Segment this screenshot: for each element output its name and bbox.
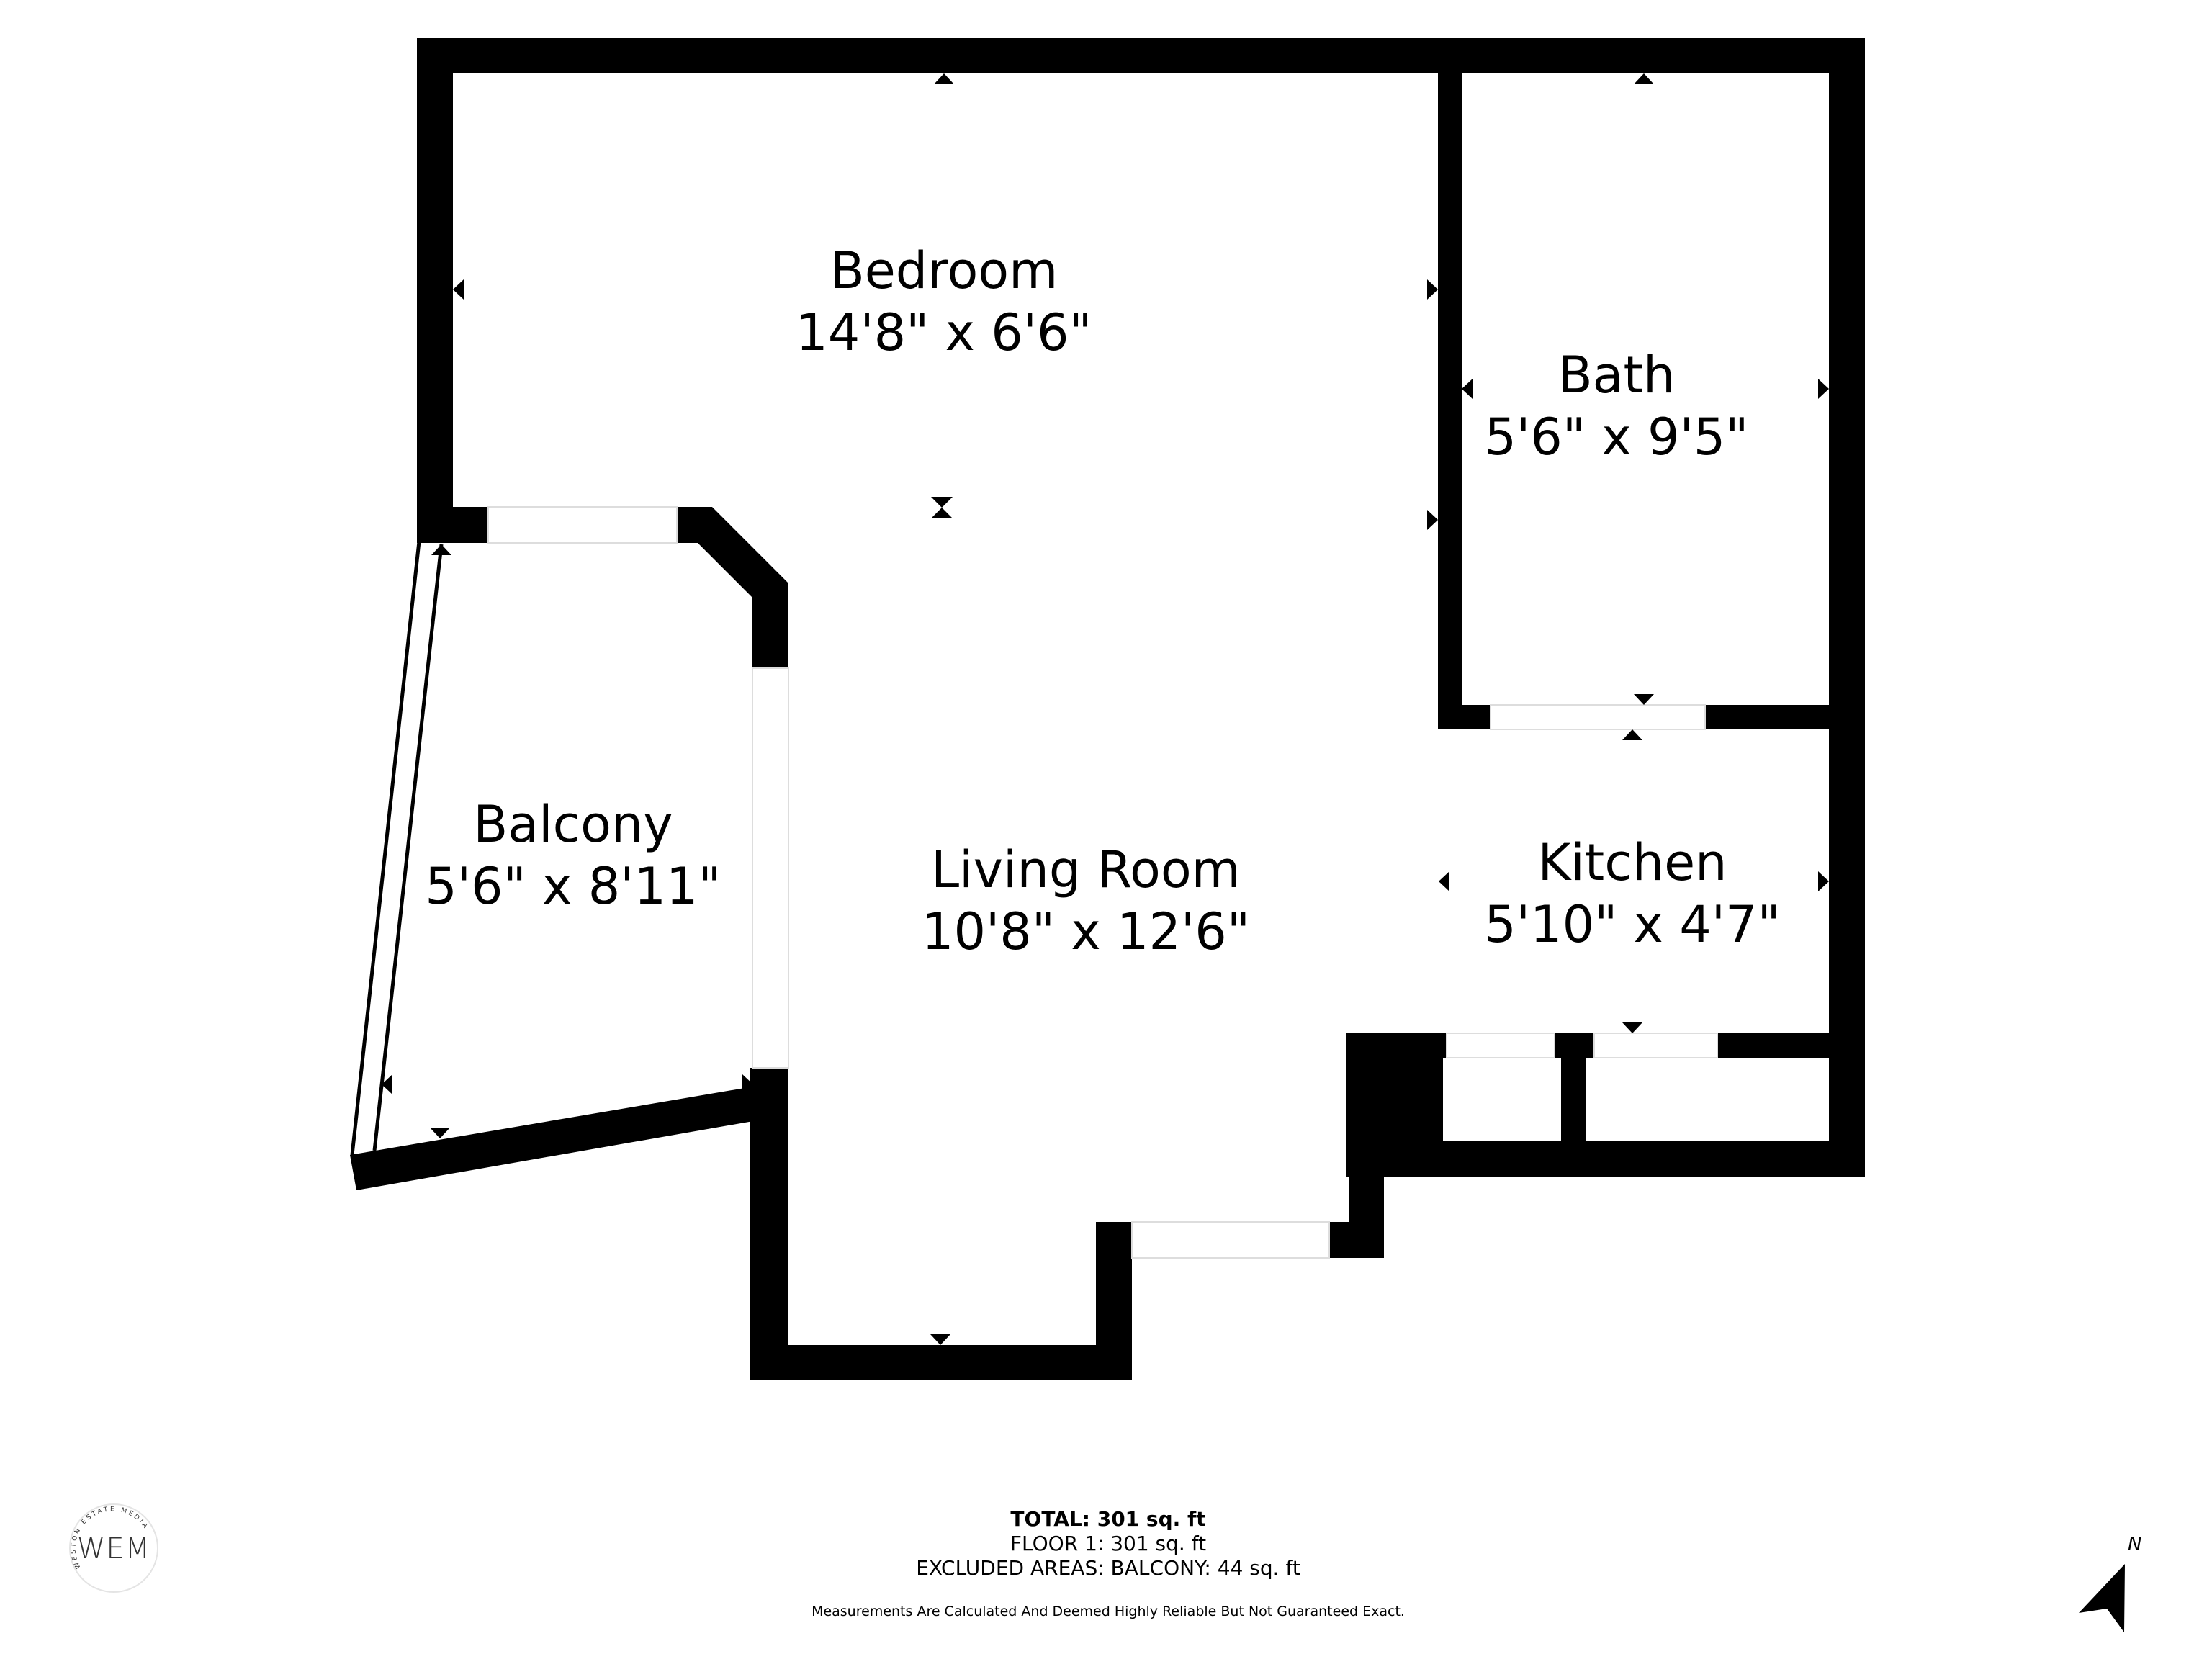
measurement-markers — [382, 73, 1829, 1345]
wall-top — [417, 38, 1865, 73]
wall-bath-left — [1438, 38, 1462, 729]
openings — [487, 506, 1718, 1259]
wall-balcony-bottom — [350, 1087, 753, 1190]
railing-inner — [372, 544, 444, 1151]
wall-living-left — [750, 1068, 788, 1380]
wall-notch-bottom — [750, 1345, 1132, 1380]
marker-up-icon — [931, 508, 953, 518]
area-summary: TOTAL: 301 sq. ft FLOOR 1: 301 sq. ft EX… — [916, 1507, 1300, 1581]
logo-initials: WEM — [76, 1532, 151, 1565]
disclaimer: Measurements Are Calculated And Deemed H… — [811, 1604, 1405, 1619]
marker-down-icon — [931, 497, 953, 508]
marker-right-icon — [1427, 279, 1438, 300]
room-name: Balcony — [473, 795, 673, 854]
marker-down-icon — [430, 1128, 450, 1138]
kitchen-opening-b — [1593, 1033, 1718, 1058]
marker-right-icon — [742, 1074, 753, 1094]
marker-left-icon — [453, 279, 464, 300]
closet-left — [1443, 1058, 1561, 1141]
room-label-balcony: Balcony 5'6" x 8'11" — [425, 793, 721, 917]
marker-down-icon — [1634, 694, 1654, 705]
room-name: Bedroom — [830, 241, 1058, 300]
room-name: Bath — [1557, 346, 1676, 405]
closet-right — [1586, 1058, 1829, 1141]
marker-up-icon — [431, 544, 451, 555]
closet-interiors — [1443, 1058, 1829, 1141]
compass — [2079, 1564, 2125, 1632]
wall-closet-bottom — [1346, 1141, 1865, 1177]
entry-door — [1131, 1221, 1330, 1259]
wall-kitchen-bottom-c — [1717, 1033, 1865, 1058]
excluded-area: EXCLUDED AREAS: BALCONY: 44 sq. ft — [916, 1556, 1300, 1580]
wall-bath-bottom-left — [1438, 705, 1491, 729]
room-name: Kitchen — [1537, 833, 1727, 892]
logo-ring-icon: WESTON ESTATE MEDIA — [70, 1506, 148, 1570]
bath-door — [1490, 704, 1706, 730]
compass-north-label: N — [2128, 1534, 2142, 1555]
walls — [350, 38, 1865, 1380]
wall-kitchen-bottom-b — [1555, 1033, 1594, 1058]
marker-down-icon — [1622, 1022, 1642, 1033]
room-dimensions: 10'8" x 12'6" — [921, 902, 1251, 961]
marker-right-icon — [1818, 379, 1829, 399]
marker-up-icon — [1622, 729, 1642, 740]
room-label-bath: Bath 5'6" x 9'5" — [1485, 344, 1749, 468]
living-balcony-door — [752, 667, 789, 1069]
wall-door-right — [1329, 1222, 1384, 1258]
room-name: Living Room — [931, 840, 1241, 899]
marker-right-icon — [1427, 510, 1438, 530]
room-dimensions: 5'6" x 8'11" — [425, 857, 721, 916]
marker-left-icon — [382, 1074, 392, 1094]
marker-left-icon — [1462, 379, 1473, 399]
room-label-kitchen: Kitchen 5'10" x 4'7" — [1484, 832, 1781, 956]
total-area: TOTAL: 301 sq. ft — [1010, 1507, 1206, 1531]
room-dimensions: 14'8" x 6'6" — [796, 303, 1092, 362]
wall-balcony-top-left — [417, 507, 488, 543]
room-label-bedroom: Bedroom 14'8" x 6'6" — [796, 240, 1092, 364]
marker-up-icon — [934, 73, 954, 84]
room-label-living-room: Living Room 10'8" x 12'6" — [922, 839, 1250, 963]
balcony-top-window — [487, 506, 678, 544]
kitchen-opening-a — [1446, 1033, 1555, 1058]
north-arrow-icon — [2079, 1564, 2125, 1632]
floor-area: FLOOR 1: 301 sq. ft — [1010, 1532, 1207, 1555]
room-dimensions: 5'6" x 9'5" — [1484, 408, 1749, 467]
marker-down-icon — [930, 1334, 950, 1345]
brand-logo: WESTON ESTATE MEDIA WEM — [69, 1503, 158, 1593]
railing-outer — [350, 541, 421, 1156]
balcony-railing — [350, 541, 444, 1156]
wall-right — [1829, 38, 1865, 1177]
marker-up-icon — [1634, 73, 1654, 84]
room-dimensions: 5'10" x 4'7" — [1484, 895, 1781, 954]
marker-left-icon — [1439, 871, 1449, 891]
wall-left-bedroom — [417, 38, 453, 543]
marker-right-icon — [1818, 871, 1829, 891]
wall-diagonal — [677, 507, 788, 668]
